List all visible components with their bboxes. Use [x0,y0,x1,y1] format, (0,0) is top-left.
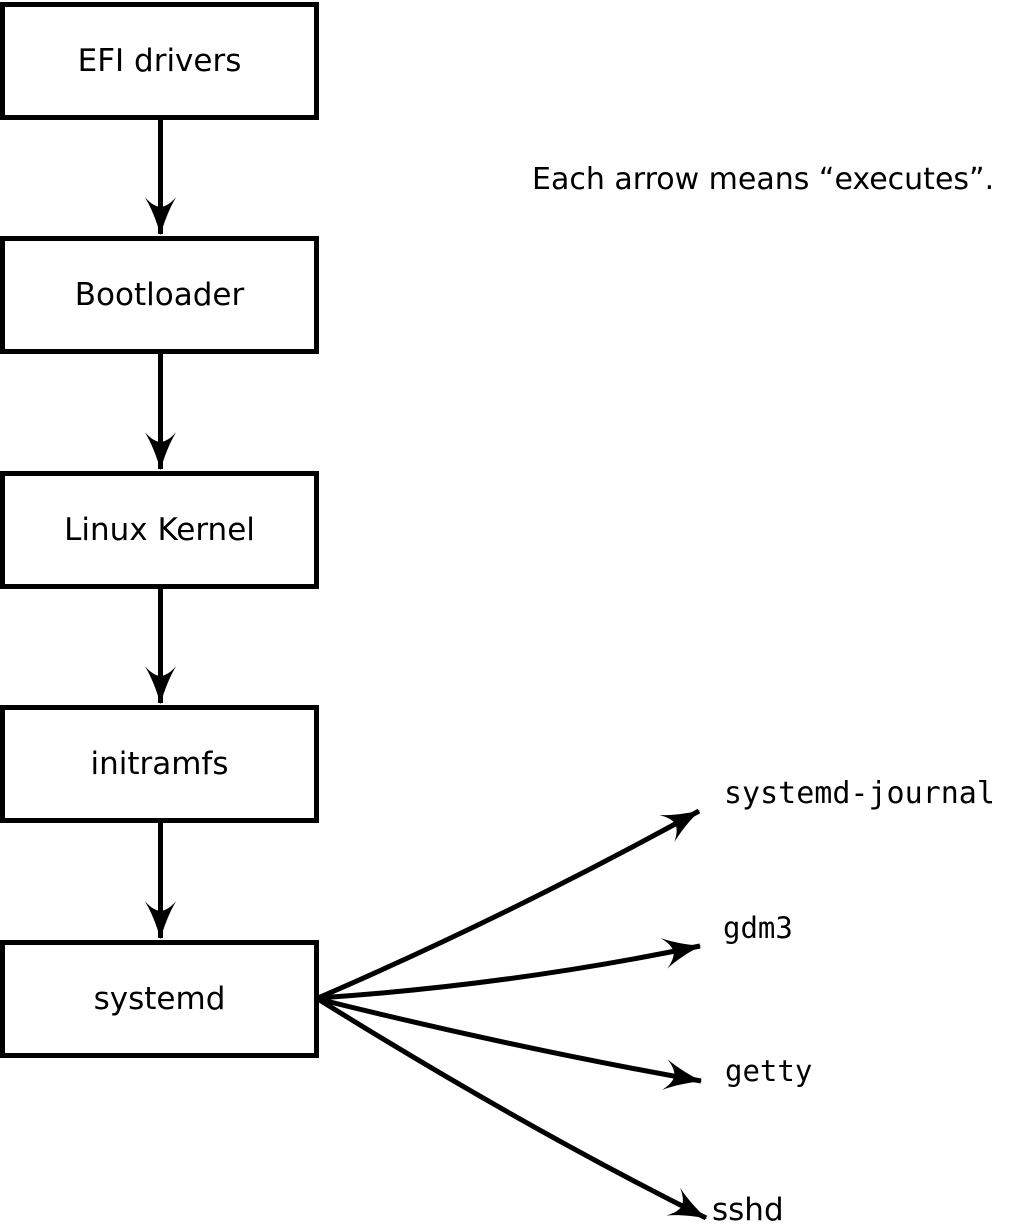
box-systemd: systemd [0,940,319,1058]
box-linux-kernel: Linux Kernel [0,471,319,589]
box-systemd-label: systemd [93,980,226,1017]
legend-note: Each arrow means “executes”. [532,162,995,197]
box-bootloader: Bootloader [0,236,319,354]
spawn-label-gdm3: gdm3 [723,911,793,945]
box-bootloader-label: Bootloader [74,276,245,313]
executes-arrow-systemd-to-getty [317,996,703,1090]
executes-arrow-systemd-to-gdm3 [317,938,702,1001]
spawn-label-getty: getty [725,1054,813,1088]
executes-arrow-systemd-to-journal [317,808,701,1001]
box-linux-kernel-label: Linux Kernel [64,511,255,548]
spawn-label-sshd: sshd [712,1192,784,1228]
box-efi-drivers: EFI drivers [0,2,319,120]
executes-arrow-systemd-to-sshd [316,996,708,1221]
box-efi-drivers-label: EFI drivers [77,42,242,79]
spawn-label-systemd-journal: systemd-journal [724,776,995,811]
box-initramfs: initramfs [0,705,319,823]
box-initramfs-label: initramfs [90,745,229,782]
